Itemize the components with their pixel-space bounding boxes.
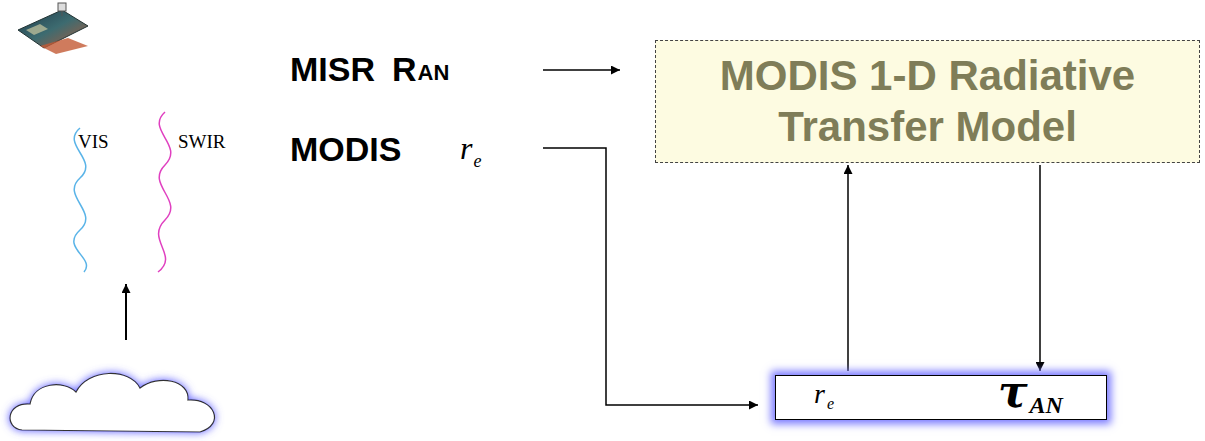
instrument-name: MISR [290, 52, 375, 86]
flow-arrow [847, 165, 849, 371]
swir-wave [158, 112, 171, 272]
instrument-name: MODIS [290, 132, 401, 166]
variable-subscript: AN [418, 62, 450, 84]
model-box: MODIS 1-D Radiative Transfer Model [655, 40, 1200, 163]
variable-symbol: R [392, 52, 417, 86]
cloud [10, 373, 214, 432]
variable-symbol: r [460, 132, 472, 164]
flow-arrow [1039, 165, 1041, 371]
band-label: VIS [78, 132, 109, 151]
input-arrow [543, 69, 620, 71]
satellite [18, 3, 88, 54]
variable-symbol: r [814, 380, 825, 408]
box-title: MODIS 1-D Radiative Transfer Model [670, 51, 1185, 152]
variable-symbol: τ [998, 370, 1028, 414]
input-arrow [543, 148, 758, 405]
upward-arrow [125, 284, 127, 340]
variable-subscript: e [827, 396, 834, 412]
variable-subscript: e [473, 152, 481, 170]
variable-subscript: AN [1030, 393, 1063, 417]
parameter-band: reτAN [775, 375, 1107, 420]
band-label: SWIR [178, 132, 226, 151]
